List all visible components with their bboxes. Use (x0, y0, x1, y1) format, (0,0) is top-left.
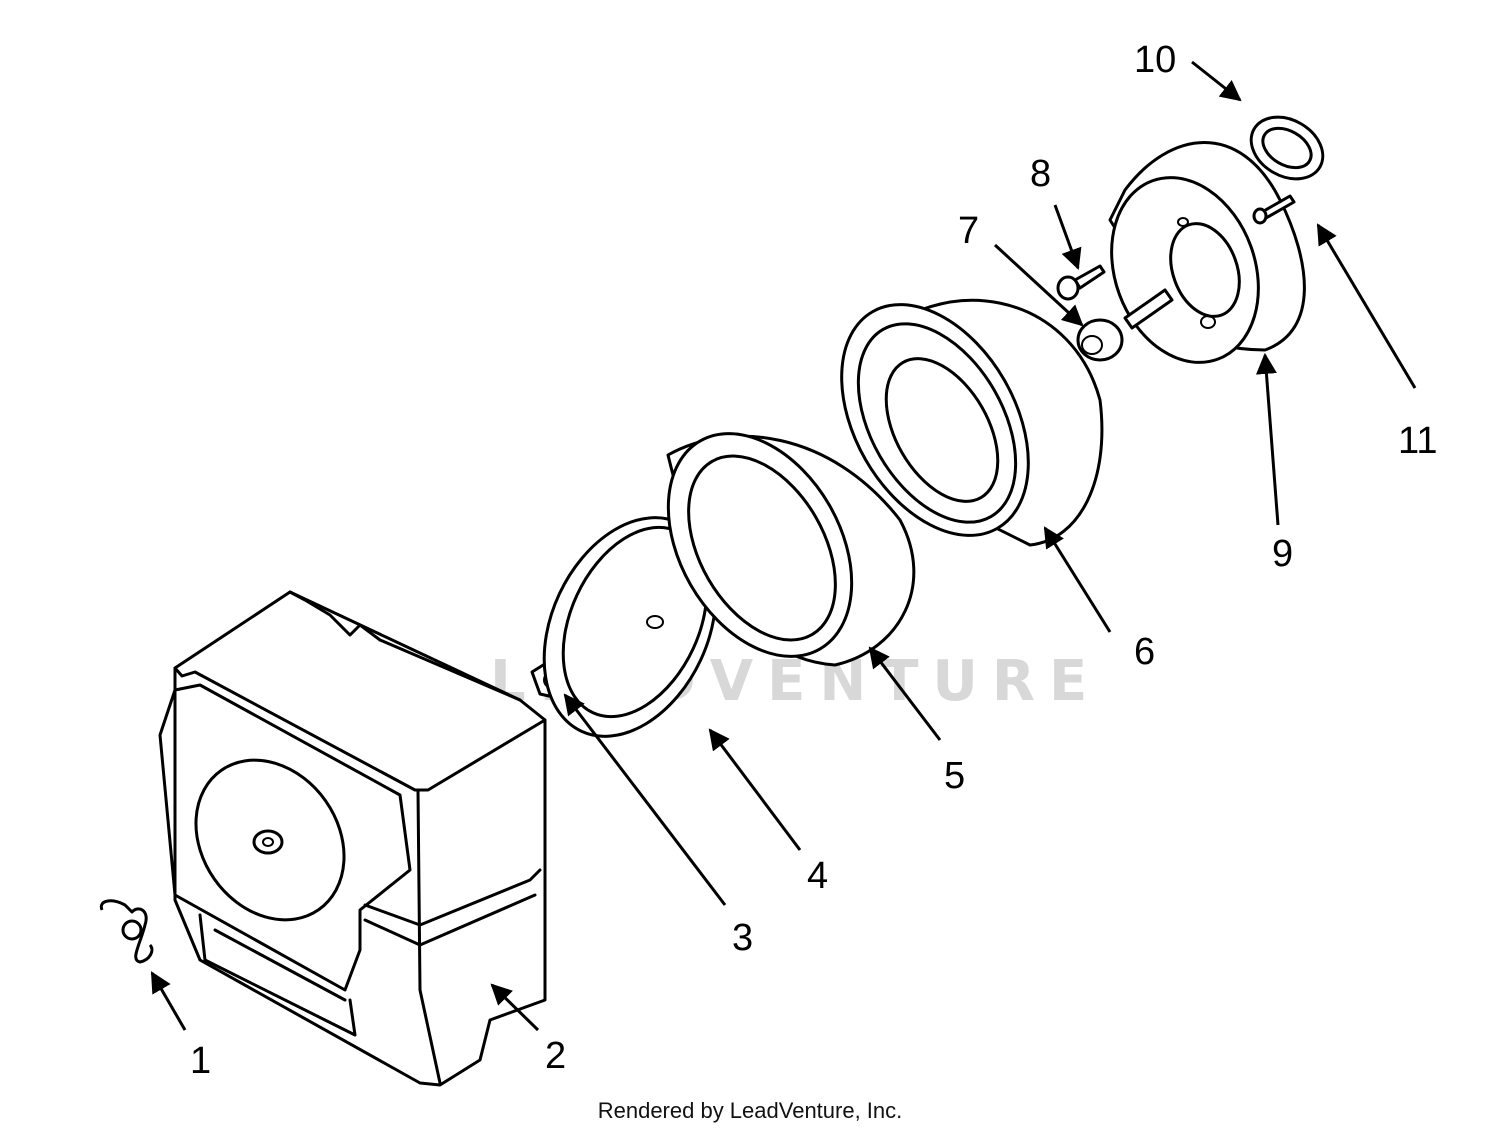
callout-2: 2 (545, 1035, 566, 1077)
leader-2 (490, 983, 540, 1032)
callout-7: 7 (958, 210, 979, 252)
leader-1 (150, 971, 187, 1031)
callout-11: 11 (1398, 420, 1437, 462)
footer-credit: Rendered by LeadVenture, Inc. (598, 1098, 903, 1123)
callout-4: 4 (807, 855, 828, 897)
leader-9 (1255, 352, 1280, 526)
part-1-wing-nut (99, 899, 154, 964)
callout-10: 10 (1134, 39, 1176, 81)
leader-8 (1053, 204, 1082, 270)
part-2-air-cleaner-cover (158, 590, 547, 1087)
callout-1: 1 (190, 1040, 211, 1082)
leader-10 (1191, 60, 1242, 102)
callout-3: 3 (732, 917, 753, 959)
callout-8: 8 (1030, 153, 1051, 195)
part-5-foam-pre-cleaner (666, 432, 916, 667)
leader-7 (993, 243, 1084, 327)
part-10-gasket (1249, 115, 1325, 181)
leader-4 (708, 728, 802, 851)
leader-3 (563, 693, 727, 906)
leader-11 (1316, 223, 1417, 389)
leader-6 (1043, 526, 1112, 633)
part-7-spacer (1076, 318, 1124, 362)
part-9-back-plate (1108, 141, 1306, 364)
part-11-screw (1252, 194, 1296, 225)
callout-6: 6 (1134, 631, 1155, 673)
callout-5: 5 (944, 755, 965, 797)
leader-5 (868, 646, 942, 741)
callout-9: 9 (1272, 533, 1293, 575)
part-8-screw (1056, 264, 1106, 301)
